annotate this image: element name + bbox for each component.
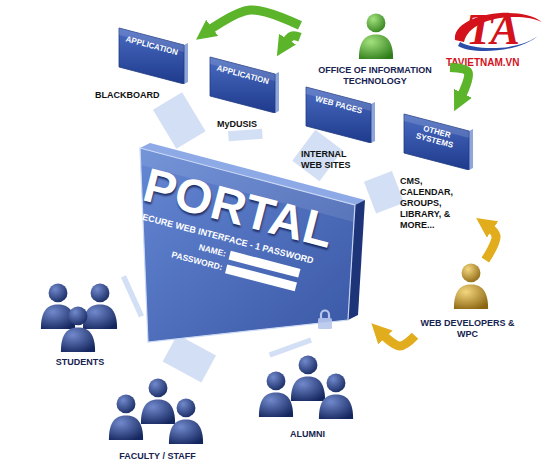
person-icon	[291, 355, 325, 400]
tile-frame: OTHER SYSTEMS	[403, 112, 473, 170]
system-tile: APPLICATION BLACKBOARD	[95, 26, 195, 101]
flow-arrow	[450, 67, 468, 100]
tile-side	[371, 102, 375, 143]
system-label: BLACKBOARD	[95, 90, 160, 100]
flow-arrow	[380, 332, 415, 346]
system-label: CMS, CALENDAR, GROUPS, LIBRARY, & MORE..…	[400, 176, 453, 230]
light-beam	[168, 101, 191, 140]
system-label: INTERNAL WEB SITES	[301, 149, 351, 170]
tile-face	[210, 57, 275, 113]
group-label: FACULTY / STAFF	[119, 451, 196, 461]
tile-side	[469, 129, 473, 170]
flow-arrow	[283, 36, 300, 46]
user-group: STUDENTS	[30, 272, 130, 368]
person-icon	[61, 306, 95, 351]
group-label: ALUMNI	[290, 429, 325, 439]
system-tile: WEB PAGES INTERNAL WEB SITES	[298, 85, 378, 171]
person-icon	[259, 371, 293, 416]
light-beam	[228, 130, 263, 140]
system-tile: APPLICATION MyDUSIS	[195, 55, 290, 130]
tile-face	[306, 87, 371, 143]
tile-face	[404, 114, 469, 170]
light-beam	[289, 345, 291, 350]
light-beam	[370, 187, 398, 198]
person-icon	[41, 283, 75, 328]
tile-shape	[305, 85, 375, 143]
logo-mark: TA	[466, 8, 520, 52]
system-label: MyDUSIS	[217, 119, 257, 129]
user-group: WEB DEVELOPERS & WPC	[415, 260, 520, 340]
light-beam	[130, 295, 135, 297]
group-label: WEB DEVELOPERS & WPC	[420, 318, 514, 339]
person-icon	[109, 394, 143, 439]
lock-shackle	[321, 311, 329, 319]
portal-box: PORTALSECURE WEB INTERFACE - 1 PASSWORDN…	[135, 140, 370, 345]
tile-frame: APPLICATION	[118, 26, 188, 84]
tile-frame: WEB PAGES	[305, 85, 375, 143]
person-icon	[359, 13, 393, 58]
tile-side	[275, 72, 279, 113]
system-tile: OTHER SYSTEMS CMS, CALENDAR, GROUPS, LIBR…	[398, 112, 478, 231]
person-icon	[141, 378, 175, 423]
person-icon	[83, 283, 117, 328]
lock-body	[318, 318, 332, 329]
tile-face	[119, 28, 184, 84]
watermark: TAVIETNAM.VN	[446, 58, 520, 68]
group-label: OFFICE OF INFORMATION TECHNOLOGY	[318, 65, 431, 86]
lock-icon	[318, 311, 332, 330]
user-group: ALUMNI	[250, 350, 365, 440]
tile-side	[184, 43, 188, 84]
tile-frame: APPLICATION	[209, 55, 279, 113]
group-label: STUDENTS	[56, 357, 105, 367]
user-group: FACULTY / STAFF	[100, 372, 215, 462]
flow-arrow	[206, 10, 300, 33]
person-icon	[169, 398, 203, 443]
light-beam	[182, 345, 197, 372]
flow-arrow	[485, 225, 496, 260]
user-group: OFFICE OF INFORMATION TECHNOLOGY	[300, 10, 450, 87]
person-icon	[319, 373, 353, 418]
person-icon	[454, 263, 488, 308]
